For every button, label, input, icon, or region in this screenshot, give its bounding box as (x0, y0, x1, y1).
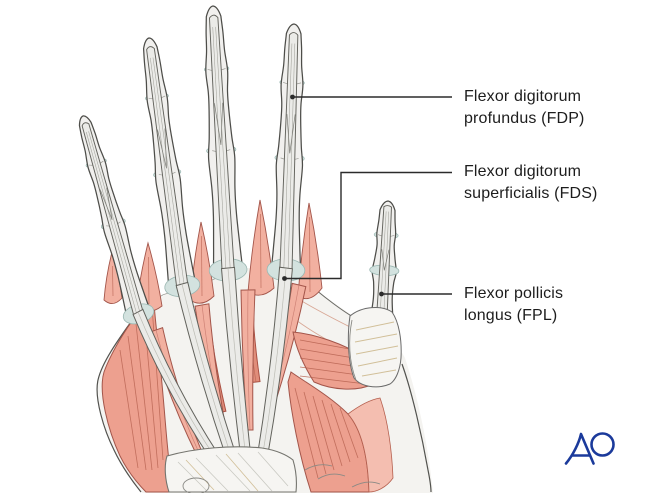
label-fpl-line1: Flexor pollicis (464, 285, 564, 302)
ao-logo-glyph (564, 432, 615, 465)
hand-drawing (78, 5, 434, 493)
leader-dot-fdp (290, 94, 295, 100)
thenar-muscle (287, 371, 394, 493)
palm-muscles (101, 199, 394, 493)
digit-thumb (368, 200, 400, 337)
label-fpl-line2: longus (FPL) (464, 307, 558, 324)
palm-tendon-bands (132, 266, 293, 462)
label-fds: Flexor digitorum superficialis (FDS) (464, 161, 598, 205)
digit-ring (142, 37, 201, 297)
digit-little (78, 115, 155, 325)
label-fdp-line2: profundus (FDP) (464, 110, 585, 127)
label-fdp: Flexor digitorum profundus (FDP) (464, 86, 585, 130)
thumb-tendon-sheath (347, 307, 402, 388)
leader-dot-fds (282, 276, 287, 281)
label-fds-line1: Flexor digitorum (464, 163, 582, 180)
ao-logo (560, 428, 622, 468)
interosseous-muscle (247, 199, 275, 296)
ao-logo-letter-o (590, 432, 615, 457)
interosseous-muscle (297, 202, 323, 300)
ao-logo-letter-a (564, 432, 595, 465)
label-fdp-line1: Flexor digitorum (464, 88, 582, 105)
label-fpl: Flexor pollicis longus (FPL) (464, 283, 563, 327)
label-fds-line2: superficialis (FDS) (464, 185, 598, 202)
leader-line-fds (284, 171, 452, 280)
leader-dot-fpl (379, 291, 384, 297)
flexor-retinaculum (164, 446, 381, 493)
leader-lines (282, 94, 452, 297)
